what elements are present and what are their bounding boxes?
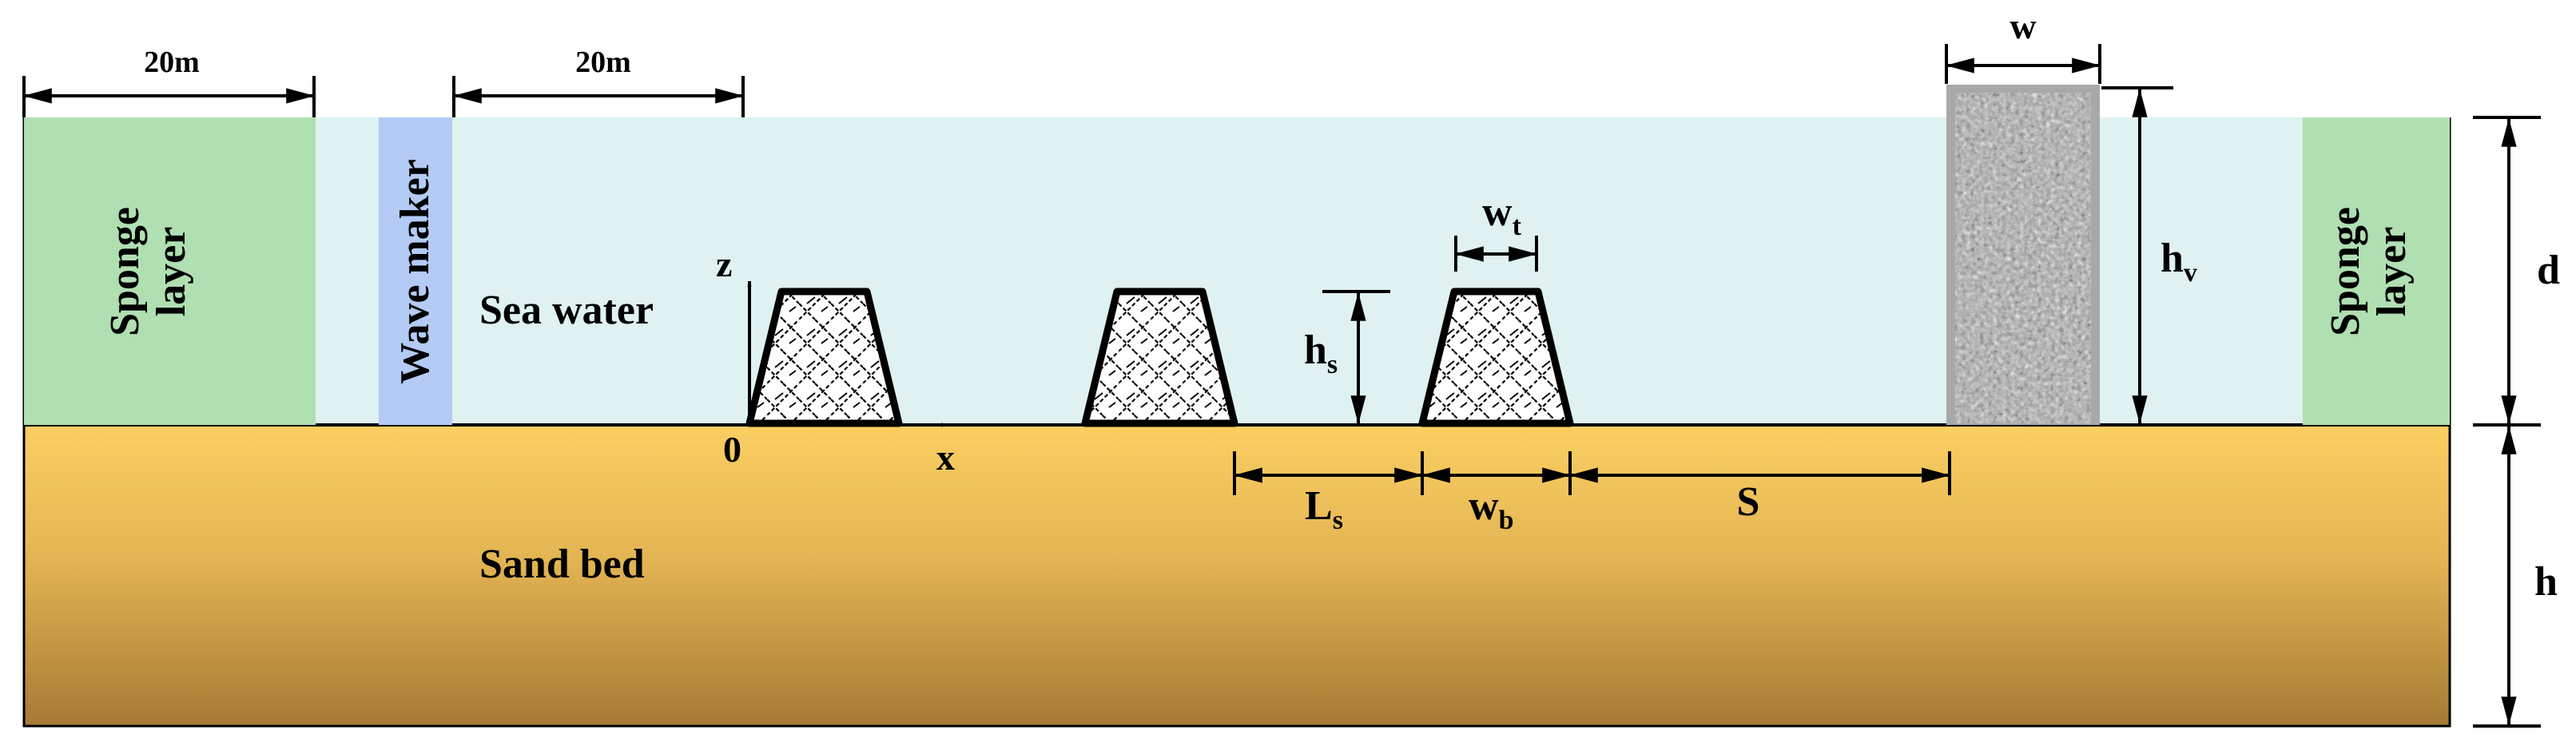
- sea-water-label: Sea water: [479, 288, 654, 333]
- sponge-layer-right: [2303, 117, 2450, 425]
- origin-label: 0: [723, 429, 741, 470]
- wave-maker-label: Wave maker: [392, 159, 438, 384]
- dim-mid-20m-label: 20m: [575, 46, 631, 79]
- sponge-left-label-line1: Sponge: [102, 207, 148, 336]
- dim-hv-label: hv: [2161, 236, 2197, 288]
- dim-hs-label: hs: [1304, 327, 1338, 379]
- sponge-left-label-line2: layer: [149, 227, 194, 317]
- sand-bed-label: Sand bed: [479, 542, 645, 587]
- z-axis-label: z: [716, 244, 732, 284]
- sponge-right-label-line2: layer: [2369, 227, 2415, 317]
- dim-d-label: d: [2537, 248, 2560, 293]
- wave-maker: [379, 117, 452, 425]
- dim-left-20m-label: 20m: [144, 46, 200, 79]
- dim-w-label: w: [2010, 6, 2036, 46]
- dim-S-label: S: [1737, 479, 1760, 525]
- dim-Ls-label: Ls: [1305, 483, 1343, 535]
- dim-h-label: h: [2534, 559, 2558, 605]
- dim-wt-label: wt: [1482, 189, 1522, 241]
- dim-wb-label: wb: [1469, 483, 1513, 535]
- vegetation-column-fill: [1955, 93, 2091, 423]
- breakwater-2: [1081, 288, 1238, 427]
- x-axis-label: x: [936, 437, 955, 478]
- breakwater-3: [1418, 288, 1574, 427]
- sponge-layer-left: [24, 117, 316, 425]
- sand-bed-region: [22, 423, 2451, 728]
- sponge-right-label-line1: Sponge: [2323, 207, 2368, 336]
